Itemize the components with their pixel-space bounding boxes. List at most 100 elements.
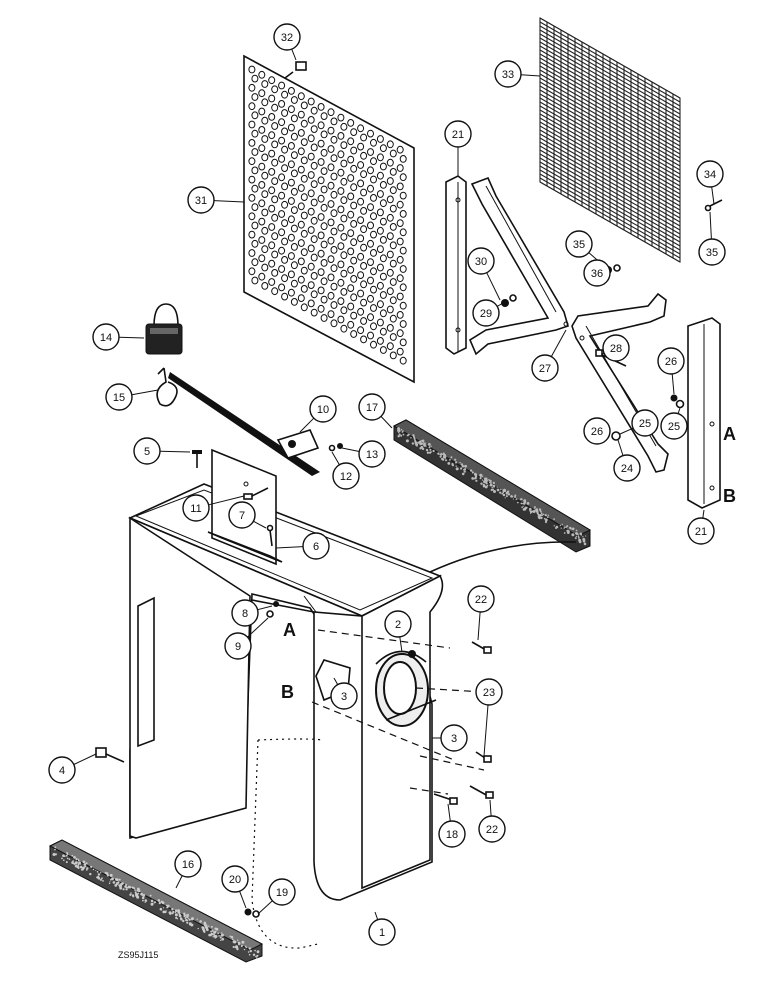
foam-texture <box>141 896 145 900</box>
callout-leader-line <box>374 911 379 920</box>
perforation-hole <box>271 103 279 112</box>
perforation-hole <box>261 80 269 88</box>
perforation-hole <box>327 108 335 117</box>
perforation-hole <box>340 177 348 186</box>
perforation-hole <box>347 247 355 256</box>
perforation-hole <box>251 203 259 212</box>
foam-texture <box>437 452 440 455</box>
callout-number: 23 <box>483 687 495 699</box>
foam-texture <box>469 469 473 472</box>
foam-texture <box>461 472 465 476</box>
perforation-hole <box>248 267 256 276</box>
bolt-7 <box>266 524 274 547</box>
foam-texture <box>106 874 110 877</box>
foam-texture <box>544 518 548 522</box>
perforation-hole <box>376 226 384 235</box>
callout-circle <box>467 247 495 275</box>
callout-circle <box>475 678 503 706</box>
perforation-hole <box>386 195 394 204</box>
mesh-wire <box>539 145 681 227</box>
perforation-hole <box>317 231 325 240</box>
perforation-hole <box>281 164 289 173</box>
perforation-hole <box>347 137 355 146</box>
foam-texture <box>428 446 431 449</box>
callout-3: 3 <box>440 724 468 752</box>
foam-texture <box>460 467 463 470</box>
foam-texture <box>180 917 183 921</box>
callout-leader-line <box>709 211 712 240</box>
perforation-hole <box>379 291 387 299</box>
perforation-hole <box>300 266 308 275</box>
callout-14: 14 <box>92 323 120 351</box>
perforation-hole <box>287 197 295 205</box>
mesh-wire <box>539 61 681 143</box>
foam-texture <box>189 923 192 926</box>
perforation-hole <box>307 152 315 161</box>
perforation-hole <box>281 109 289 117</box>
callout-number: 15 <box>113 392 125 404</box>
perforation-hole <box>399 283 407 292</box>
mesh-wire <box>539 177 681 259</box>
foam-texture <box>247 951 250 953</box>
foam-texture <box>71 854 74 857</box>
callout-leader-line <box>159 450 191 453</box>
perforation-hole <box>367 258 374 267</box>
callout-2: 2 <box>384 610 412 638</box>
foam-texture <box>429 448 432 451</box>
perforation-hole <box>350 293 358 302</box>
callout-circle <box>330 682 358 710</box>
point-label-b-housing: B <box>281 682 294 702</box>
bolt-22-lower <box>469 785 494 799</box>
perforation-hole <box>248 212 256 221</box>
callout-circle <box>657 347 685 375</box>
callout-number: 35 <box>573 239 585 251</box>
callout-leader-line <box>496 302 504 307</box>
foam-texture <box>64 855 66 857</box>
mesh-wire <box>539 49 681 131</box>
foam-texture <box>564 526 566 528</box>
perforation-hole <box>281 256 289 264</box>
foam-texture <box>540 510 542 513</box>
perforation-hole <box>261 171 269 180</box>
foam-texture <box>220 939 222 941</box>
drawing-reference-code: ZS95J115 <box>118 950 158 960</box>
foam-texture <box>65 854 68 857</box>
foam-texture <box>462 465 465 468</box>
callout-leader-line <box>486 272 501 301</box>
perforation-hole <box>389 333 397 341</box>
foam-texture <box>236 948 239 951</box>
foam-texture <box>505 495 508 498</box>
foam-texture <box>563 532 566 534</box>
callout-number: 10 <box>317 404 329 416</box>
foam-texture <box>540 512 543 515</box>
callout-number: 7 <box>239 510 245 522</box>
perforation-hole <box>281 292 289 301</box>
callout-number: 31 <box>195 195 207 207</box>
callout-29: 29 <box>472 299 500 327</box>
foam-texture <box>421 439 425 443</box>
foam-texture <box>582 538 586 541</box>
foam-texture <box>517 501 519 504</box>
foam-texture <box>234 941 237 944</box>
callout-17: 17 <box>358 393 386 421</box>
foam-texture <box>90 865 93 868</box>
perforation-hole <box>281 127 289 136</box>
callout-number: 17 <box>366 402 378 414</box>
callout-number: 2 <box>395 619 401 631</box>
perforation-hole <box>360 133 368 142</box>
foam-texture <box>539 514 542 517</box>
callout-circle <box>687 517 715 545</box>
foam-texture <box>63 859 65 861</box>
perforation-hole <box>389 149 397 158</box>
perforation-hole <box>297 202 305 211</box>
perforation-hole <box>330 246 338 254</box>
perforation-hole <box>379 254 387 263</box>
mesh-wire <box>539 57 681 139</box>
perforation-hole <box>357 179 365 188</box>
perforation-hole <box>357 124 365 133</box>
perforation-hole <box>367 184 374 193</box>
perforation-hole <box>389 259 397 268</box>
callout-number: 36 <box>591 268 603 280</box>
foam-texture <box>241 940 245 944</box>
perforation-hole <box>357 161 365 169</box>
